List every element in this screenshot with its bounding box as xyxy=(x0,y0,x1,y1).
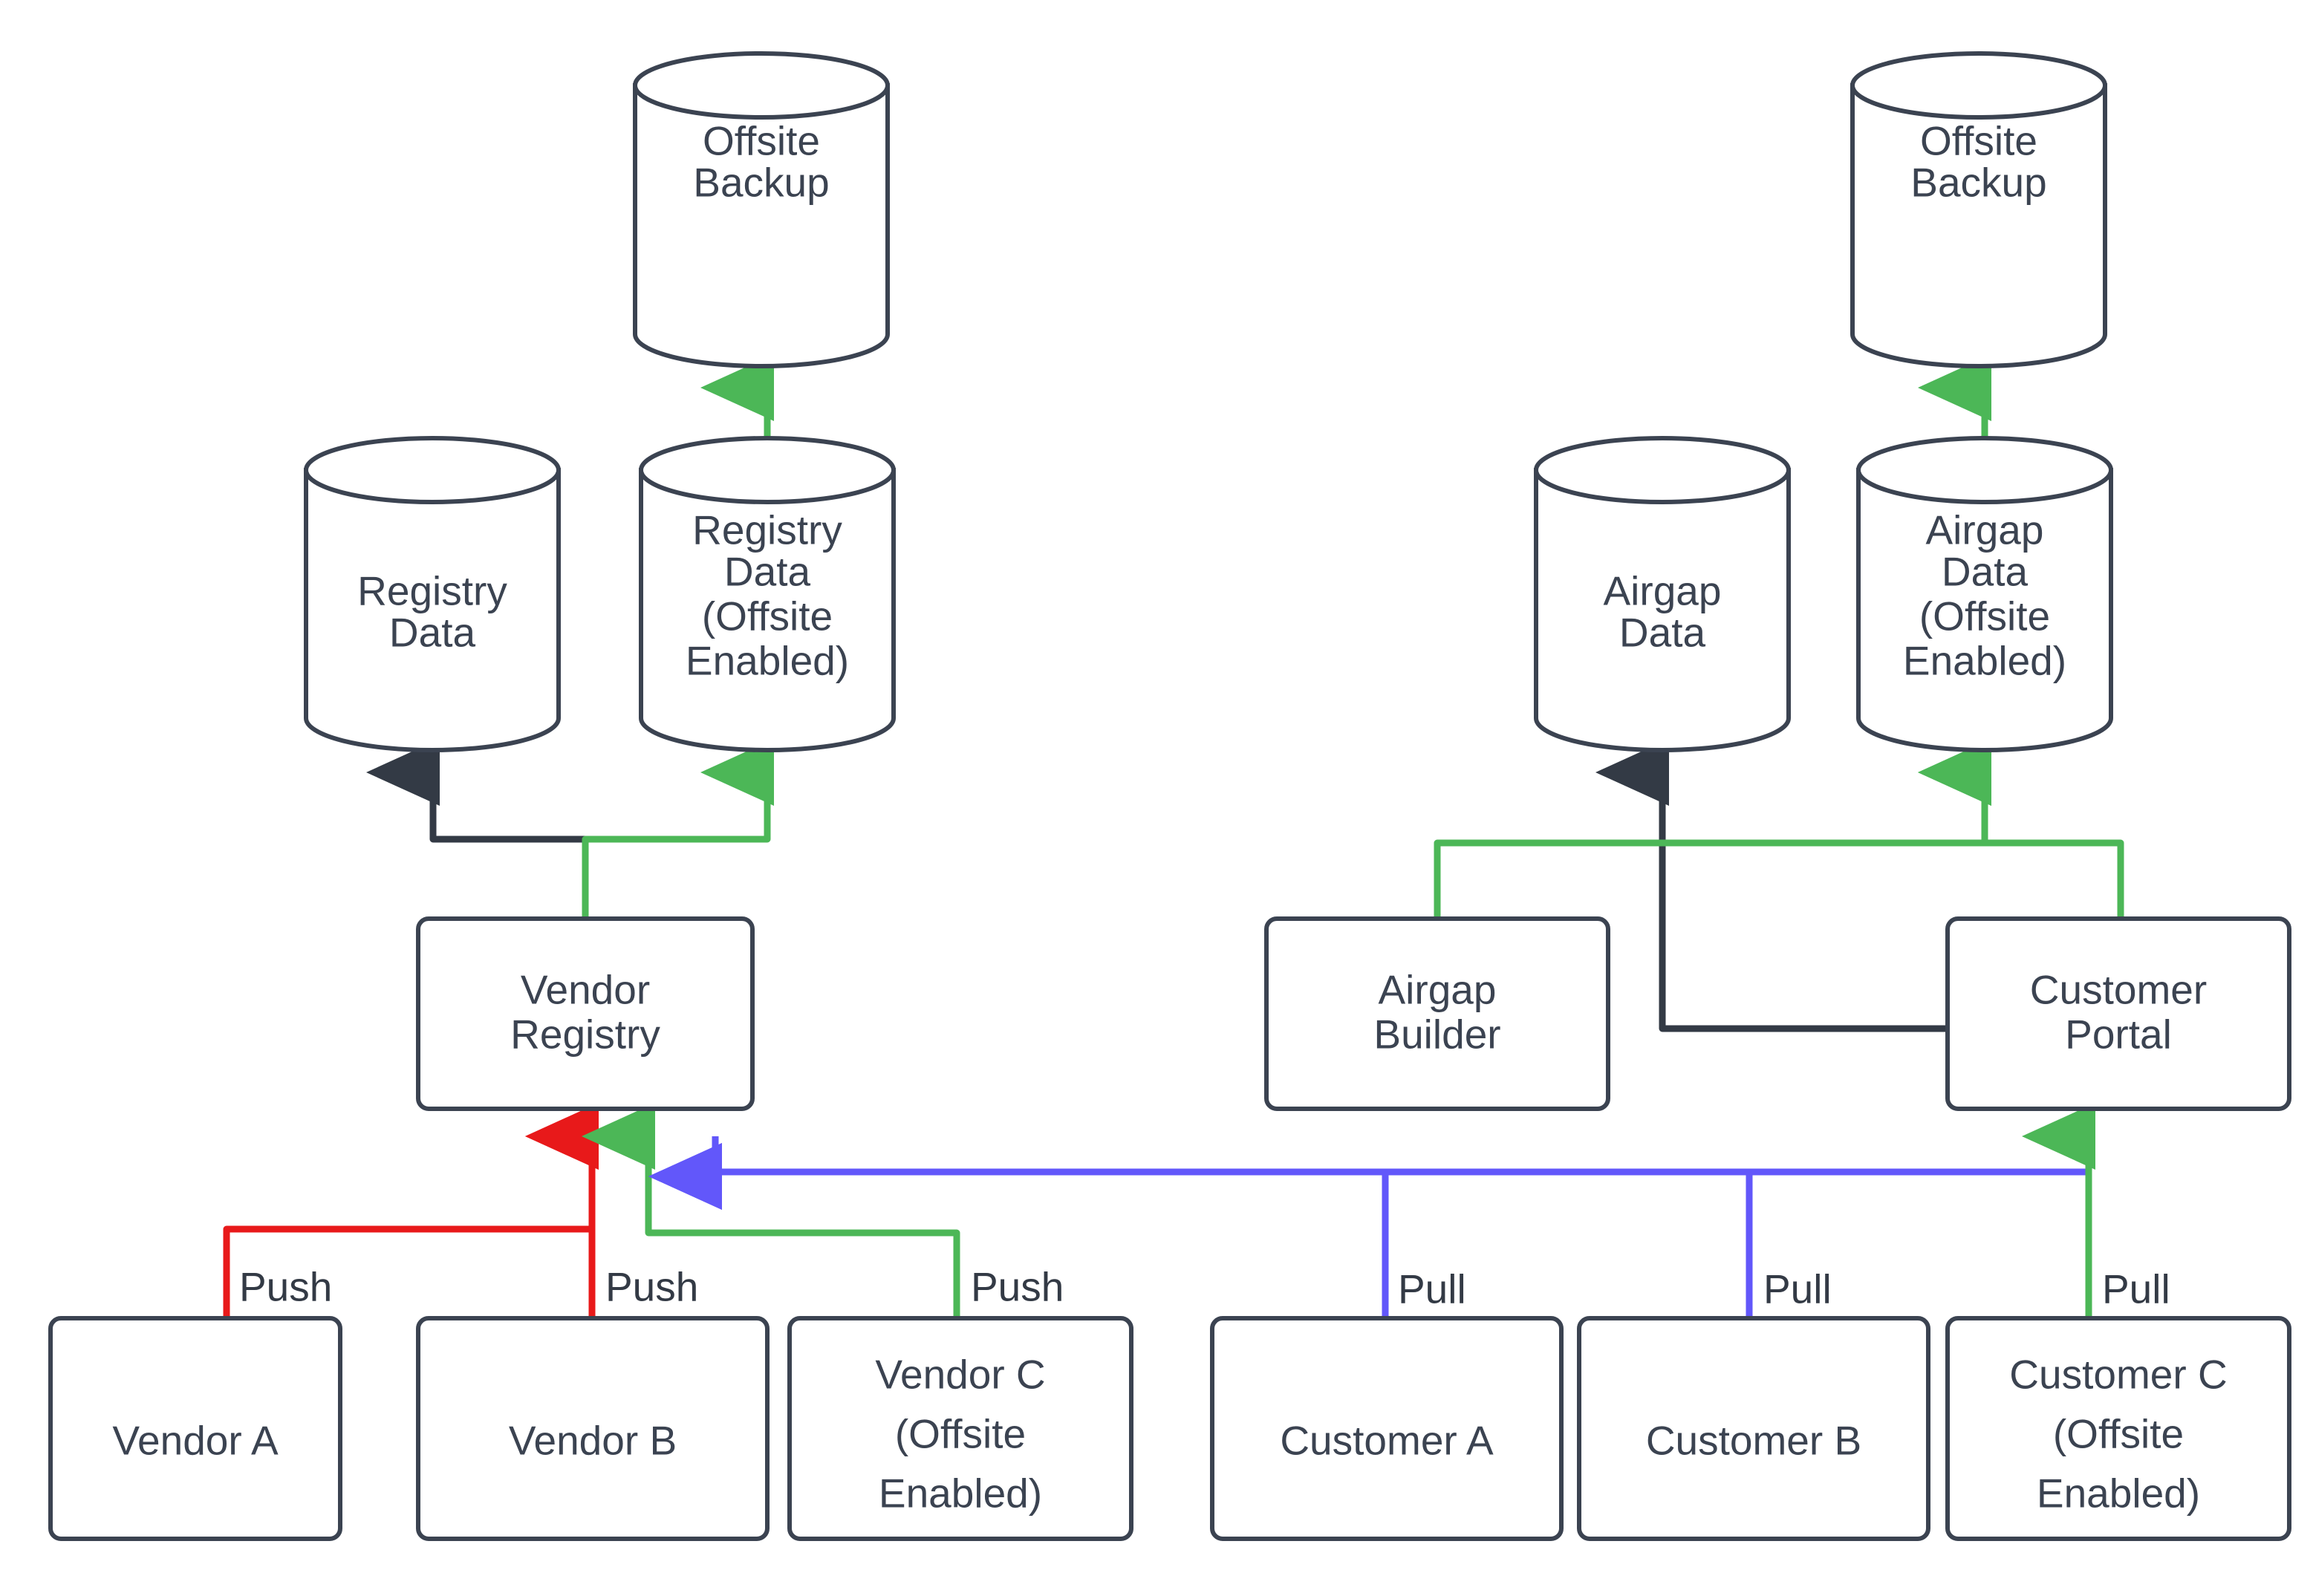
node-vendor-b[interactable]: Vendor B xyxy=(416,1316,770,1541)
edge-label-vendor-c-push: Push xyxy=(971,1264,1064,1310)
node-customer-a[interactable]: Customer A xyxy=(1210,1316,1564,1541)
node-label-vendor-a: Vendor A xyxy=(112,1418,279,1464)
node-label-customer-c-line2: (Offsite xyxy=(2053,1411,2184,1457)
node-offsite-backup-right[interactable]: Offsite Backup xyxy=(1850,51,2107,368)
node-label-registry-data-line2: Data xyxy=(389,610,476,656)
node-label-customer-a: Customer A xyxy=(1280,1418,1494,1464)
edge-label-customer-b-pull: Pull xyxy=(1763,1266,1832,1312)
node-customer-b[interactable]: Customer B xyxy=(1577,1316,1930,1541)
node-label-airgap-builder-line1: Airgap xyxy=(1379,967,1497,1013)
node-label-offsite-backup-right-line2: Backup xyxy=(1910,160,2046,206)
node-label-customer-c-line3: Enabled) xyxy=(2037,1470,2200,1517)
node-label-customer-c-line1: Customer C xyxy=(2009,1352,2227,1398)
node-label-customer-portal-line1: Customer xyxy=(2030,967,2207,1013)
edge-customer-portal-to-airgap-data xyxy=(1595,739,1948,1032)
node-label-airgap-data-offsite-line2: Data xyxy=(1942,549,2029,595)
node-vendor-c[interactable]: Vendor C (Offsite Enabled) xyxy=(787,1316,1133,1541)
node-label-customer-portal-line2: Portal xyxy=(2065,1012,2172,1058)
node-registry-data[interactable]: Registry Data xyxy=(304,436,561,752)
edge-label-vendor-a-push: Push xyxy=(239,1264,332,1310)
edge-label-vendor-b-push: Push xyxy=(605,1264,698,1310)
edge-label-customer-c-pull: Pull xyxy=(2102,1266,2170,1312)
node-customer-c[interactable]: Customer C (Offsite Enabled) xyxy=(1945,1316,2291,1541)
node-vendor-a[interactable]: Vendor A xyxy=(48,1316,342,1541)
node-label-registry-data-offsite-line1: Registry xyxy=(692,507,842,553)
edge-customer-portal-to-airgap-data-offsite xyxy=(1918,739,2124,919)
node-label-registry-data-offsite-line2: Data xyxy=(724,549,811,595)
node-label-vendor-c-line3: Enabled) xyxy=(879,1470,1042,1517)
edge-airgap-builder-to-airgap-data-offsite xyxy=(1434,739,1991,919)
node-label-airgap-data-offsite-line4: Enabled) xyxy=(1903,638,2066,684)
node-label-registry-data-line1: Registry xyxy=(357,568,507,614)
node-offsite-backup-left[interactable]: Offsite Backup xyxy=(633,51,890,368)
edge-vendor-registry-to-registry-data-offsite xyxy=(582,739,774,919)
node-label-registry-data-offsite-line3: (Offsite xyxy=(702,593,833,639)
node-airgap-data[interactable]: Airgap Data xyxy=(1534,436,1791,752)
node-customer-portal[interactable]: Customer Portal xyxy=(1945,916,2291,1111)
node-label-offsite-backup-left-line2: Backup xyxy=(693,160,829,206)
node-label-registry-data-offsite-line4: Enabled) xyxy=(686,638,849,684)
node-label-vendor-b: Vendor B xyxy=(509,1418,677,1464)
node-airgap-data-offsite[interactable]: Airgap Data (Offsite Enabled) xyxy=(1856,436,2113,752)
node-label-customer-b: Customer B xyxy=(1646,1418,1861,1464)
node-label-airgap-data-line1: Airgap xyxy=(1604,568,1722,614)
edge-vendor-registry-to-registry-data xyxy=(366,739,589,919)
node-label-airgap-data-offsite-line3: (Offsite xyxy=(1919,593,2050,639)
node-label-vendor-c-line2: (Offsite xyxy=(895,1411,1026,1457)
node-label-vendor-c-line1: Vendor C xyxy=(875,1352,1045,1398)
node-label-airgap-builder-line2: Builder xyxy=(1373,1012,1500,1058)
node-registry-data-offsite[interactable]: Registry Data (Offsite Enabled) xyxy=(639,436,896,752)
node-airgap-builder[interactable]: Airgap Builder xyxy=(1264,916,1610,1111)
edge-label-customer-a-pull: Pull xyxy=(1398,1266,1466,1312)
node-label-airgap-data-offsite-line1: Airgap xyxy=(1926,507,2044,553)
node-label-vendor-registry-line2: Registry xyxy=(510,1012,660,1058)
node-label-airgap-data-line2: Data xyxy=(1619,610,1706,656)
node-vendor-registry[interactable]: Vendor Registry xyxy=(416,916,755,1111)
node-label-offsite-backup-left-line1: Offsite xyxy=(703,118,820,164)
node-label-offsite-backup-right-line1: Offsite xyxy=(1920,118,2037,164)
node-label-vendor-registry-line1: Vendor xyxy=(521,967,650,1013)
edge-customer-b-to-vendor-registry xyxy=(648,1136,1753,1318)
